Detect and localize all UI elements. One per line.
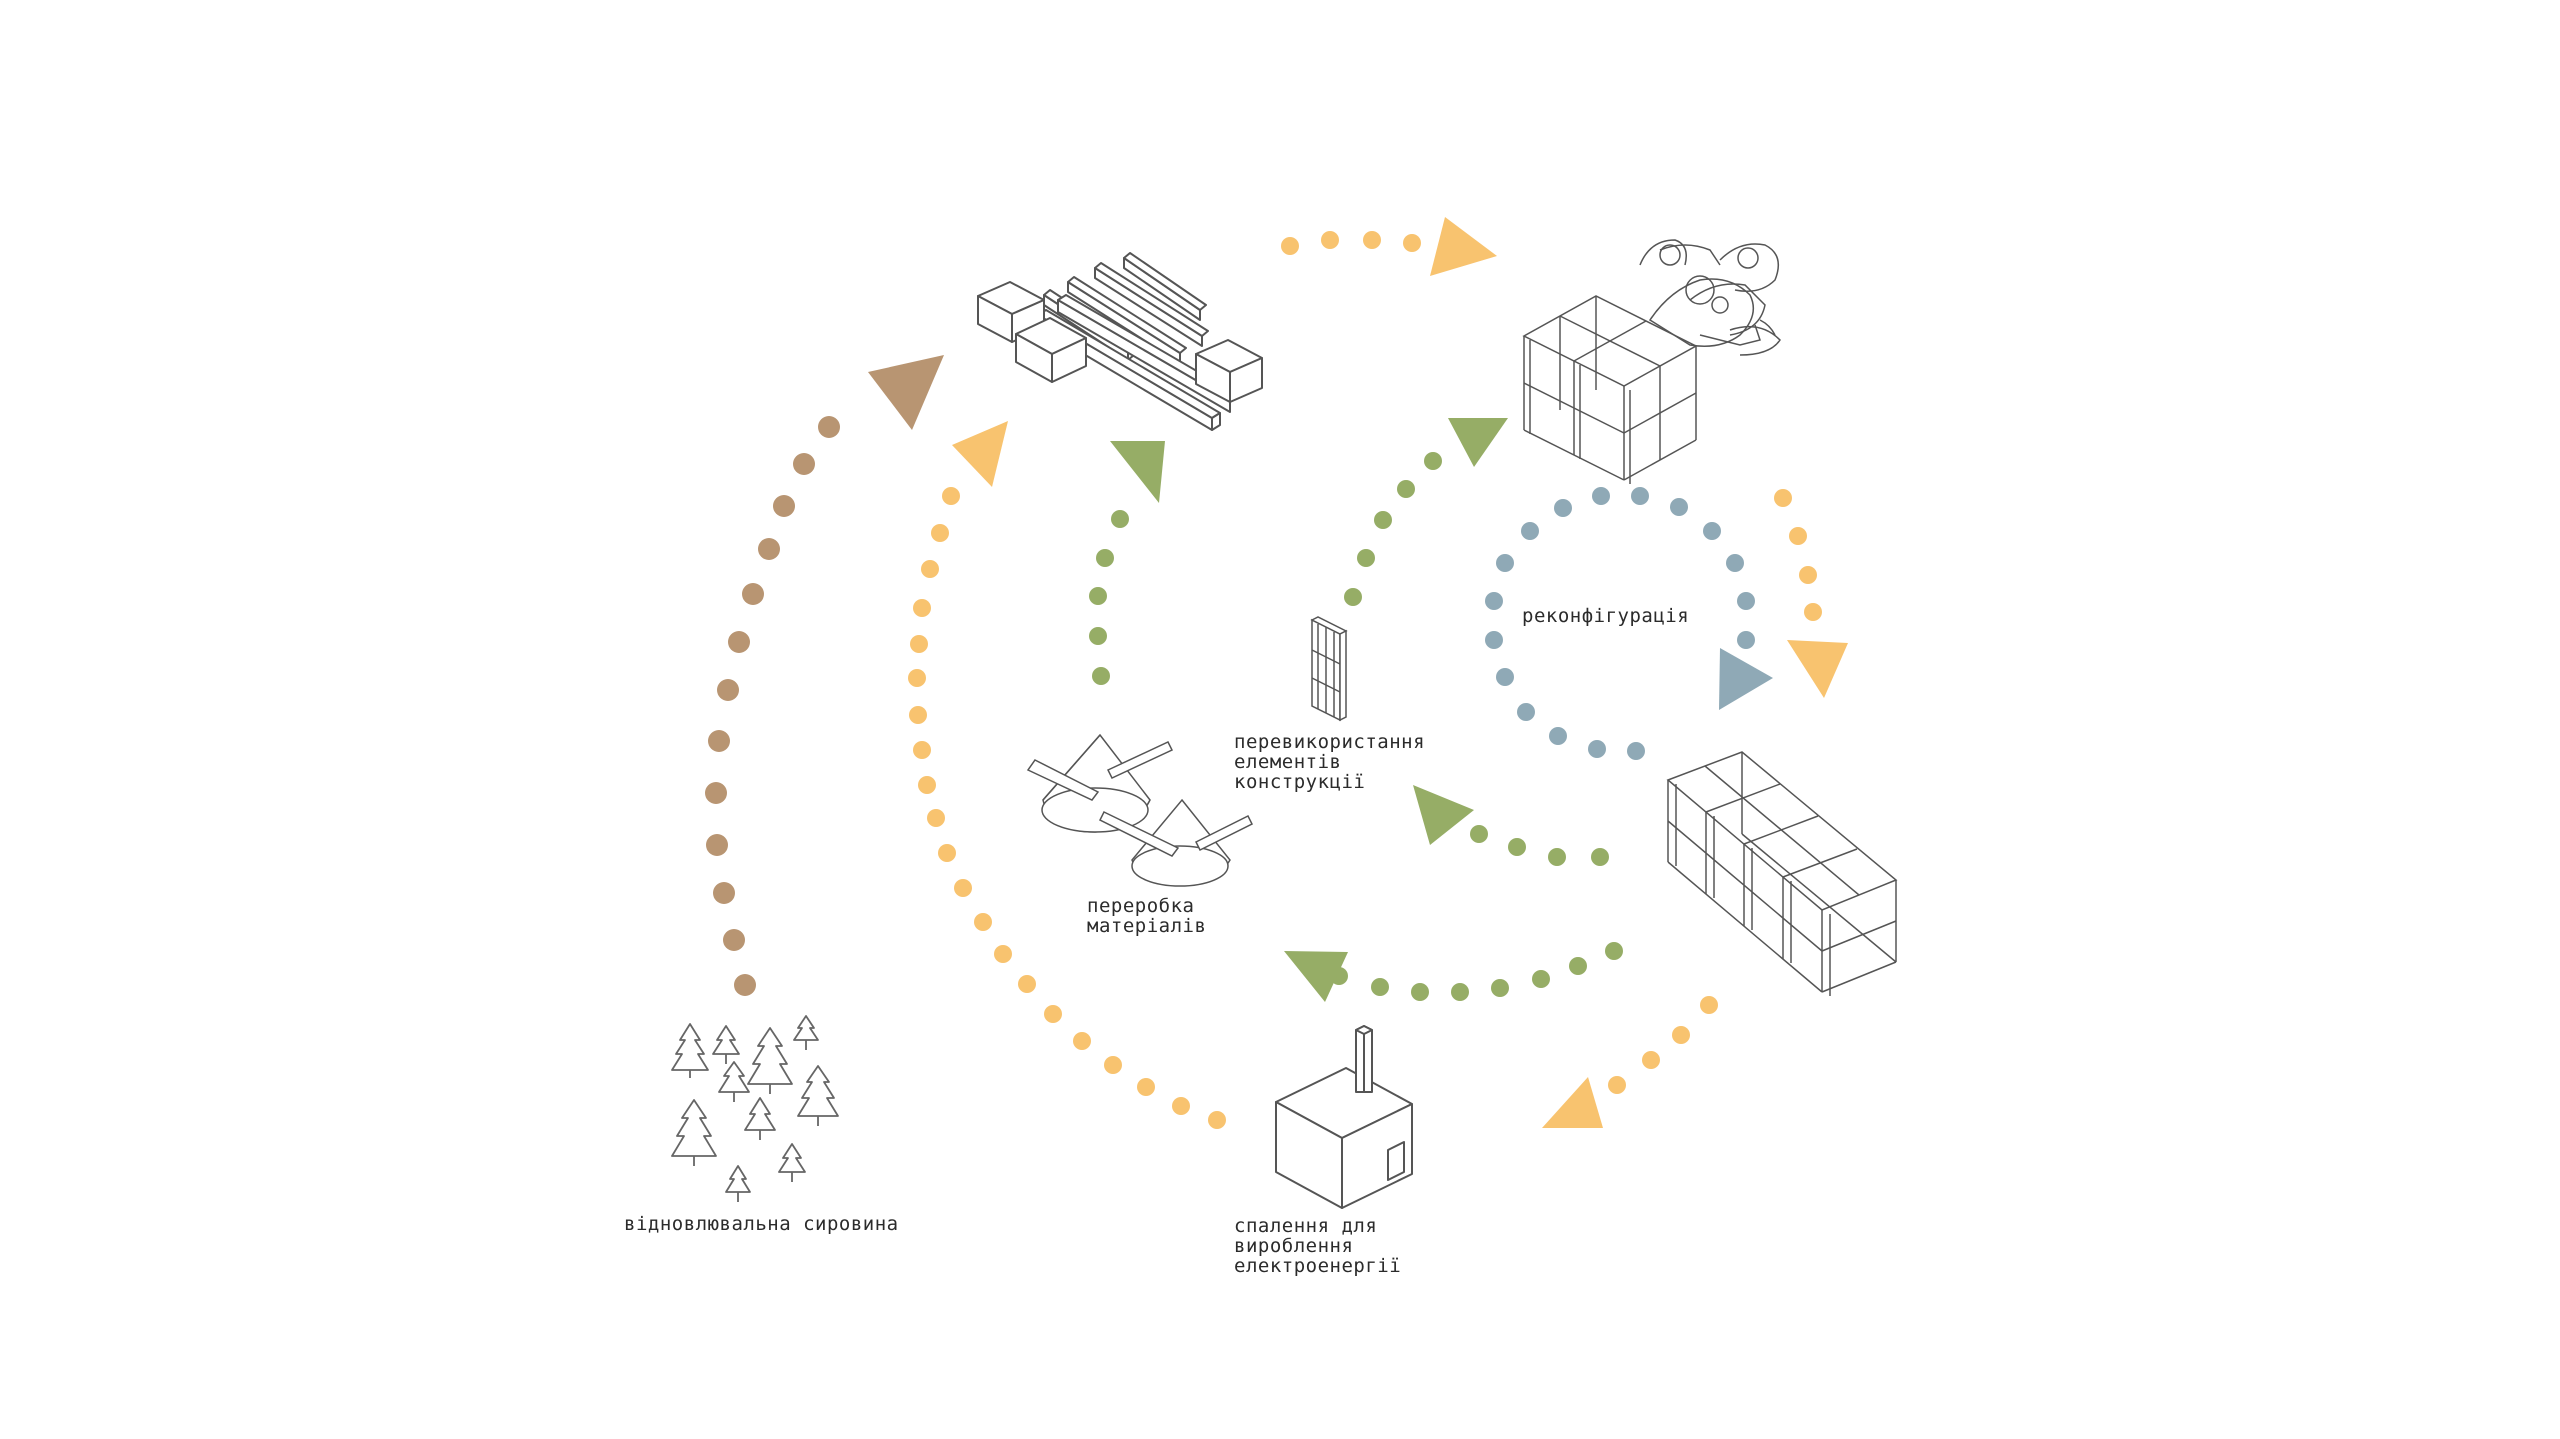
brown-arrow-head [868, 355, 944, 430]
blue-arrow-head [1719, 648, 1773, 710]
green-arrow-head-top [1448, 418, 1508, 467]
green-arrow-head-bottom [1284, 951, 1348, 1002]
green-arrow-head-middle [1413, 785, 1474, 845]
frame-panel-icon [1310, 616, 1348, 722]
blue-flow [1485, 487, 1773, 760]
label-processing-line-2: матеріалів [1087, 915, 1206, 937]
label-renewable-raw-materials: відновлювальна сировина [624, 1213, 899, 1235]
orange-arrow-head-right [1787, 640, 1848, 698]
label-reuse-line-3: конструкції [1234, 771, 1365, 793]
label-burn-line-1: спалення для [1234, 1215, 1377, 1237]
label-processing-line-1: переробка [1087, 895, 1194, 917]
label-reuse-line-2: елементів [1234, 751, 1341, 773]
incinerator-icon [1275, 1025, 1413, 1209]
label-material-processing: переробка матеріалів [1087, 895, 1206, 937]
label-reconfiguration: реконфігурація [1522, 605, 1689, 627]
orange-outer-flow [908, 217, 1848, 1129]
shredder-icon [1026, 733, 1254, 887]
label-burn-line-2: вироблення [1234, 1235, 1353, 1257]
timber-materials-icon [977, 252, 1263, 431]
brown-flow [705, 355, 944, 996]
green-arrow-head-left [1110, 441, 1165, 503]
robot-assembly-icon [1522, 239, 1781, 484]
orange-arrow-head-bottom [1542, 1077, 1603, 1128]
label-incineration: спалення для вироблення електроенергії [1234, 1215, 1401, 1277]
green-flow [1089, 418, 1623, 1002]
frame-module-icon [1666, 751, 1898, 996]
label-burn-line-3: електроенергії [1234, 1255, 1401, 1277]
forest-icon [671, 1015, 839, 1202]
orange-arrow-head-left [952, 421, 1008, 487]
label-element-reuse: перевикористання елементів конструкції [1234, 731, 1425, 793]
label-reuse-line-1: перевикористання [1234, 731, 1425, 753]
orange-arrow-head-top [1430, 217, 1497, 276]
